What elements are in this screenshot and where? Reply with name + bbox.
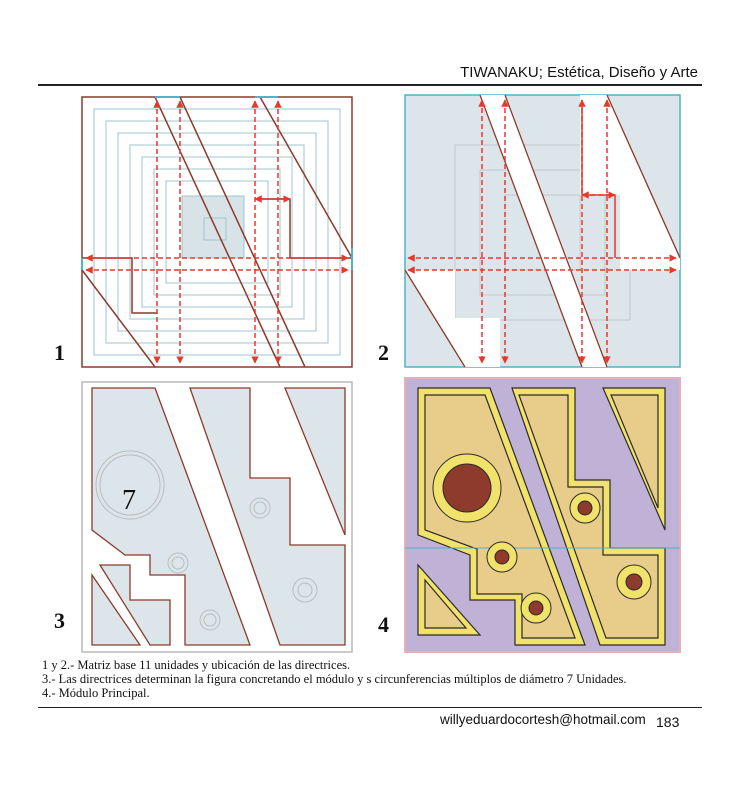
caption-line-2: 3.- Las directrices determinan la figura… — [42, 672, 627, 686]
figure-3: 7 — [81, 381, 353, 653]
circle-label-7: 7 — [122, 485, 136, 516]
header-rule — [38, 84, 702, 86]
figure-number-4: 4 — [378, 612, 389, 637]
page-number: 183 — [656, 714, 680, 730]
figure-caption: 1 y 2.- Matriz base 11 unidades y ubicac… — [42, 658, 702, 700]
page-header-title: TIWANAKU; Estética, Diseño y Arte — [460, 64, 698, 81]
caption-line-1: 1 y 2.- Matriz base 11 unidades y ubicac… — [42, 658, 351, 672]
footer-rule — [38, 707, 702, 709]
figure-4 — [404, 377, 681, 653]
figure-number-1: 1 — [54, 340, 65, 365]
author-email: willyeduardocortesh@hotmail.com — [440, 712, 646, 727]
caption-line-3: 4.- Módulo Principal. — [42, 686, 150, 700]
figure-number-3: 3 — [54, 608, 65, 633]
figure-2 — [404, 94, 681, 368]
figure-1 — [81, 96, 353, 368]
figure-number-2: 2 — [378, 340, 389, 365]
